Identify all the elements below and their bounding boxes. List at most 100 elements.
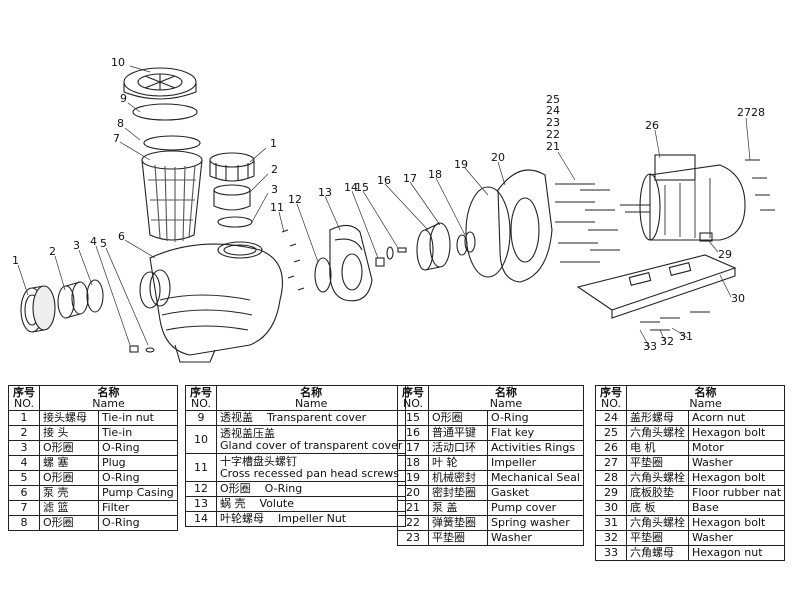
- callout-labels: 1 2 3 4 5 6 7 8 9 10 1 2 3 11 12 13 14 1…: [12, 56, 765, 353]
- callout: 5: [100, 237, 107, 250]
- callout: 3: [73, 239, 80, 252]
- transparent-cover-9: [132, 103, 198, 121]
- callout: 19: [454, 158, 468, 171]
- screws-11: [281, 229, 305, 291]
- callout: 20: [491, 151, 505, 164]
- callout: 9: [120, 92, 127, 105]
- callout: 12: [288, 193, 302, 206]
- callout: 21: [546, 140, 560, 153]
- callout: 10: [111, 56, 125, 69]
- callout: 27: [737, 106, 751, 119]
- callout: 33: [643, 340, 657, 353]
- callout: 18: [428, 168, 442, 181]
- o-ring-12: [314, 257, 332, 293]
- floor-rubber-mat-29: [699, 232, 713, 242]
- flat-key-16: [397, 247, 407, 253]
- callout: 1: [270, 137, 277, 150]
- pump-casing: [139, 241, 284, 363]
- pump-cover: [497, 169, 553, 283]
- o-ring-8: [143, 135, 201, 151]
- callout: 23: [546, 116, 560, 129]
- callout: 2: [271, 163, 278, 176]
- filter-basket: [141, 150, 203, 242]
- callout: 26: [645, 119, 659, 132]
- callout: 25: [546, 93, 560, 106]
- plug-4: [129, 345, 139, 353]
- o-ring-15: [386, 246, 394, 260]
- callout: 24: [546, 104, 560, 117]
- gasket-20: [465, 186, 511, 278]
- tie-in-nut-right: [209, 152, 255, 182]
- gland-cover-10: [123, 67, 197, 100]
- impeller: [416, 222, 451, 271]
- exploded-view-diagram: 1 2 3 4 5 6 7 8 9 10 1 2 3 11 12 13 14 1…: [12, 56, 775, 363]
- callout: 13: [318, 186, 332, 199]
- tie-in-right: [213, 184, 251, 211]
- impeller-nut-14: [375, 257, 385, 267]
- callout: 2: [49, 245, 56, 258]
- o-ring-3: [86, 279, 104, 313]
- callout: 6: [118, 230, 125, 243]
- callout: 22: [546, 128, 560, 141]
- callout: 28: [751, 106, 765, 119]
- callout: 31: [679, 330, 693, 343]
- hexagon-bolts-25: [555, 183, 620, 263]
- callout: 32: [660, 335, 674, 348]
- o-ring-5: [145, 347, 155, 353]
- callout: 16: [377, 174, 391, 187]
- tie-in-nut-left: [20, 285, 56, 333]
- callout: 8: [117, 117, 124, 130]
- callout: 14: [344, 181, 358, 194]
- callout: 30: [731, 292, 745, 305]
- callout: 3: [271, 183, 278, 196]
- callout: 15: [355, 181, 369, 194]
- callout: 11: [270, 201, 284, 214]
- volute: [329, 224, 373, 302]
- bolts-27-28: [745, 159, 775, 211]
